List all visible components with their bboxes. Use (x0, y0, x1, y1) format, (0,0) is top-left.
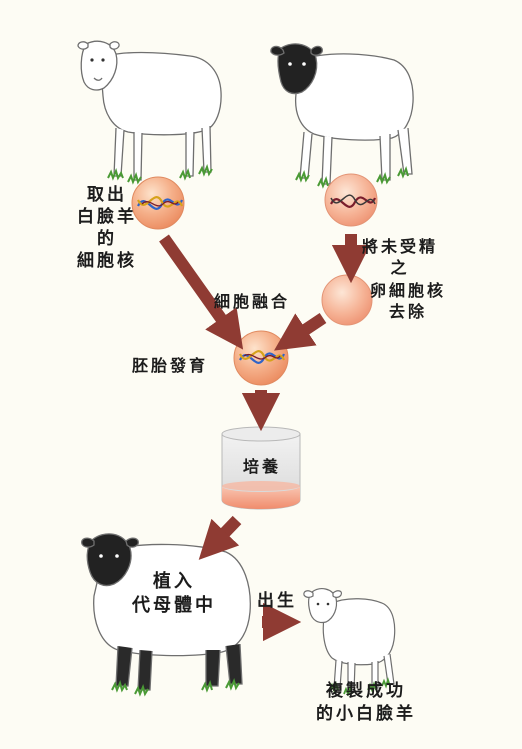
label-take-nucleus: 取出 白臉羊 的 細胞核 (72, 184, 142, 272)
label-clone-result: 複製成功 的小白臉羊 (306, 680, 426, 726)
label-fusion: 細胞融合 (214, 292, 291, 311)
grass-lamb (329, 677, 391, 697)
label-embryo: 胚胎發育 (132, 356, 209, 375)
label-birth: 出生 (257, 591, 297, 611)
label-egg-removal-line-1: 將未受精 (361, 237, 438, 256)
label-egg-removal-line-4: 去除 (388, 302, 427, 321)
label-clone-result-line-1: 複製成功 (326, 681, 406, 701)
arrow-enucleated-to-embryo (274, 313, 327, 351)
label-implant-line-1: 植入 (153, 571, 195, 592)
label-egg-removal-line-2: 之 (390, 258, 410, 277)
culture-dish-icon (221, 426, 301, 510)
arrow-culture-to-surrogate (198, 515, 242, 560)
dna-helix-icon (330, 194, 377, 208)
dna-helix-icon (137, 196, 184, 210)
embryo-cell-icon (233, 330, 289, 386)
grass-left (107, 164, 213, 185)
label-implant-line-2: 代母體中 (132, 595, 216, 616)
label-egg-removal-lower: 卵細胞核 去除 (358, 280, 458, 322)
white-faced-sheep-icon (77, 40, 222, 181)
dna-helix-icon (239, 350, 286, 364)
label-implant: 植入 代母體中 (122, 570, 226, 618)
label-clone-result-line-2: 的小白臉羊 (316, 704, 416, 724)
grass-right (295, 166, 409, 189)
label-take-nucleus-line-4: 細胞核 (77, 251, 137, 271)
nucleus-cell-icon (131, 176, 185, 230)
label-culture: 培養 (242, 457, 281, 476)
label-egg-removal: 將未受精 之 (352, 236, 448, 278)
black-faced-sheep-icon (270, 43, 414, 185)
arrow-nucleus-to-embryo (159, 234, 244, 350)
arrows (159, 234, 371, 642)
egg-cell-icon (324, 173, 378, 227)
label-take-nucleus-line-2: 白臉羊 (77, 207, 137, 227)
label-egg-removal-line-3: 卵細胞核 (369, 281, 446, 300)
grass-bottom (111, 678, 240, 697)
lamb-icon (303, 588, 396, 693)
label-take-nucleus-line-3: 的 (97, 229, 117, 249)
label-take-nucleus-line-1: 取出 (87, 185, 127, 205)
